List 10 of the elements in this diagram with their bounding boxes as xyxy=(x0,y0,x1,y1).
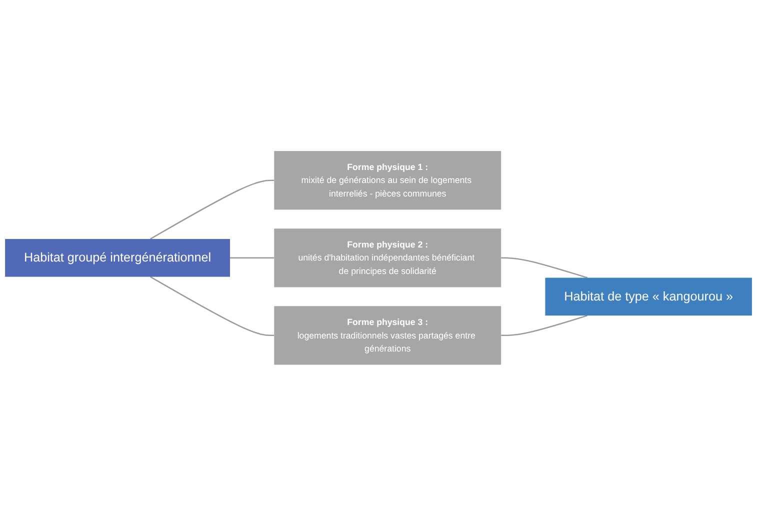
connector xyxy=(501,315,588,336)
node-box: Habitat groupé intergénérationnel xyxy=(5,239,230,277)
node-box: Forme physique 2 : unités d'habitation indépendantes bénéficiant de principes de solidarité xyxy=(274,228,502,288)
connector xyxy=(230,257,274,259)
node-box: Habitat de type « kangourou » xyxy=(545,278,752,316)
connector xyxy=(150,276,274,336)
connector xyxy=(150,180,274,240)
connector xyxy=(501,257,588,278)
node-box: Forme physique 3 : logements traditionnels vastes partagés entre générations xyxy=(274,306,502,365)
node-box: Forme physique 1 : mixité de générations au sein de logements interreliés - pièces communes xyxy=(274,151,502,210)
